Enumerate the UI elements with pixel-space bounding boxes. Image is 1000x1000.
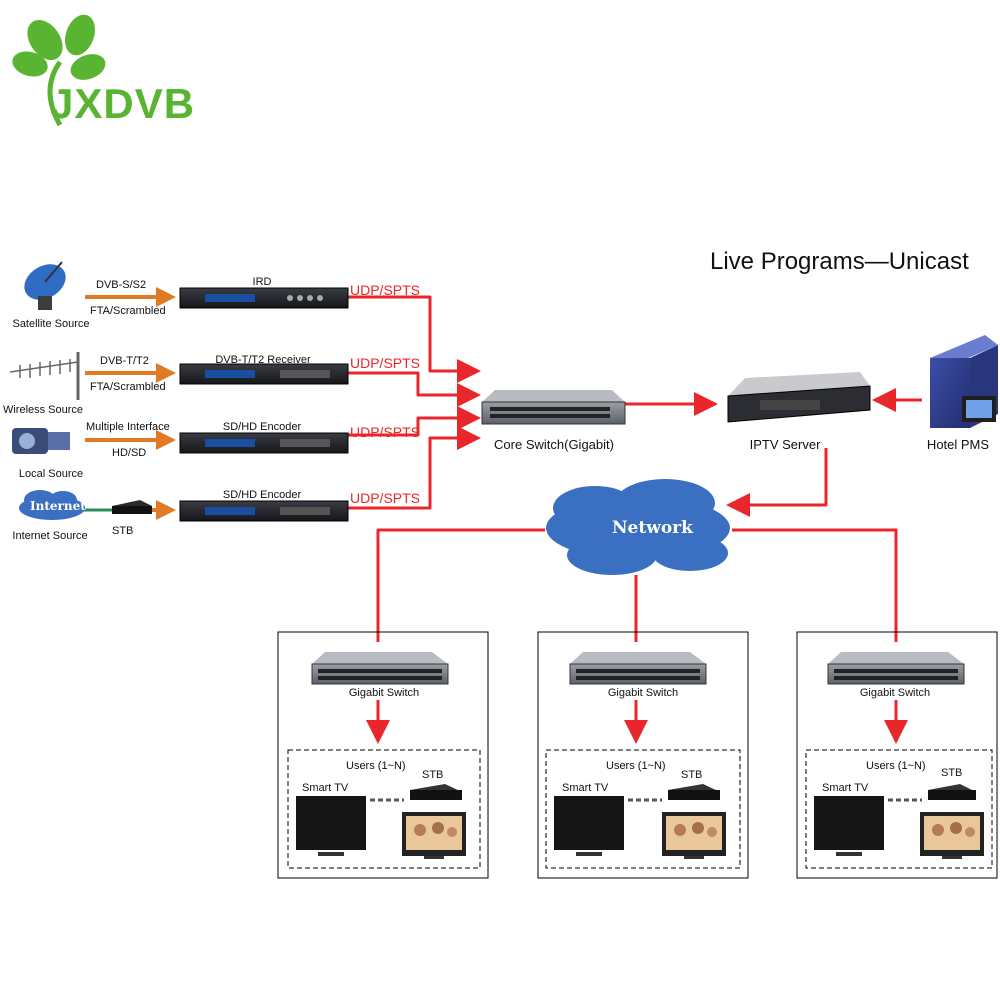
core-switch-label: Core Switch(Gigabit)	[494, 437, 614, 452]
internet-label: Internet	[30, 499, 86, 513]
gigabit-switch-icon	[311, 652, 449, 685]
source-mode-label: FTA/Scrambled	[90, 305, 166, 317]
users-label: Users (1~N)	[866, 760, 926, 772]
device-label: IRD	[252, 276, 272, 288]
udp-output-label: UDP/SPTS	[350, 282, 421, 298]
source-name-label: Internet Source	[12, 530, 88, 542]
hotel-pms-label: Hotel PMS	[926, 437, 990, 452]
source-mode-label: HD/SD	[112, 447, 147, 459]
udp-output-label: UDP/SPTS	[350, 490, 421, 506]
device-label: DVB-T/T2 Receiver	[215, 354, 311, 366]
camera-icon	[12, 428, 70, 454]
tv-with-picture-icon	[662, 812, 726, 859]
gigabit-switch-icon	[827, 652, 965, 685]
core-switch-device	[481, 390, 626, 425]
smart-tv-label: Smart TV	[562, 782, 609, 794]
link-ird-core	[348, 295, 481, 383]
encoder-device-1	[179, 432, 349, 454]
device-label: SD/HD Encoder	[222, 421, 302, 433]
logo-text: JXDVB	[50, 80, 196, 127]
network-label: Network	[612, 518, 693, 538]
internet-cloud-icon	[19, 490, 85, 520]
source-signal-label: DVB-S/S2	[96, 279, 147, 291]
users-label: Users (1~N)	[606, 760, 666, 772]
antenna-icon	[9, 352, 80, 400]
source-signal-label: Multiple Interface	[86, 421, 170, 433]
ird-device	[179, 287, 349, 309]
users-label: Users (1~N)	[346, 760, 406, 772]
stb-icon	[928, 784, 976, 800]
branch-2	[537, 631, 749, 879]
stb-icon	[112, 500, 152, 514]
stb-label: STB	[422, 769, 444, 781]
logo-clover-icon	[12, 14, 106, 127]
smart-tv-label: Smart TV	[822, 782, 869, 794]
stb-label: STB	[681, 769, 703, 781]
source-signal-label: DVB-T/T2	[100, 355, 149, 367]
link-encoder2-core	[348, 426, 481, 510]
smart-tv-label: Smart TV	[302, 782, 349, 794]
gigabit-switch-label: Gigabit Switch	[607, 687, 679, 699]
link-network-branch3	[732, 528, 898, 642]
stb-icon	[410, 784, 462, 800]
smart-tv-icon	[296, 796, 366, 856]
stb-icon	[668, 784, 720, 800]
hotel-pms-computer-icon	[930, 335, 998, 428]
encoder-device-2	[179, 500, 349, 522]
udp-output-label: UDP/SPTS	[350, 424, 421, 440]
smart-tv-icon	[554, 796, 624, 856]
network-cloud-icon	[546, 479, 730, 575]
tv-with-picture-icon	[920, 812, 984, 859]
iptv-server-label: IPTV Server	[749, 437, 821, 452]
udp-output-label: UDP/SPTS	[350, 355, 421, 371]
device-label: SD/HD Encoder	[222, 489, 302, 501]
source-mode-label: STB	[112, 525, 134, 537]
stb-label: STB	[941, 767, 963, 779]
gigabit-switch-icon	[569, 652, 707, 685]
gigabit-switch-label: Gigabit Switch	[859, 687, 931, 699]
link-receiver-core	[348, 371, 481, 407]
diagram-title: Live Programs—Unicast	[710, 248, 969, 275]
source-name-label: Wireless Source	[2, 404, 84, 416]
receiver-device	[179, 363, 349, 385]
branch-3	[796, 631, 998, 879]
link-encoder1-core	[348, 406, 481, 437]
smart-tv-icon	[814, 796, 884, 856]
link-network-branch1	[376, 528, 545, 642]
tv-with-picture-icon	[402, 812, 466, 859]
gigabit-switch-label: Gigabit Switch	[348, 687, 420, 699]
branch-1	[277, 631, 489, 879]
source-name-label: Satellite Source	[12, 318, 90, 330]
satellite-dish-icon	[24, 261, 66, 310]
input-arrows	[85, 287, 176, 450]
source-name-label: Local Source	[18, 468, 84, 480]
iptv-server-device	[727, 372, 871, 423]
source-mode-label: FTA/Scrambled	[90, 381, 166, 393]
link-server-network	[726, 448, 828, 517]
